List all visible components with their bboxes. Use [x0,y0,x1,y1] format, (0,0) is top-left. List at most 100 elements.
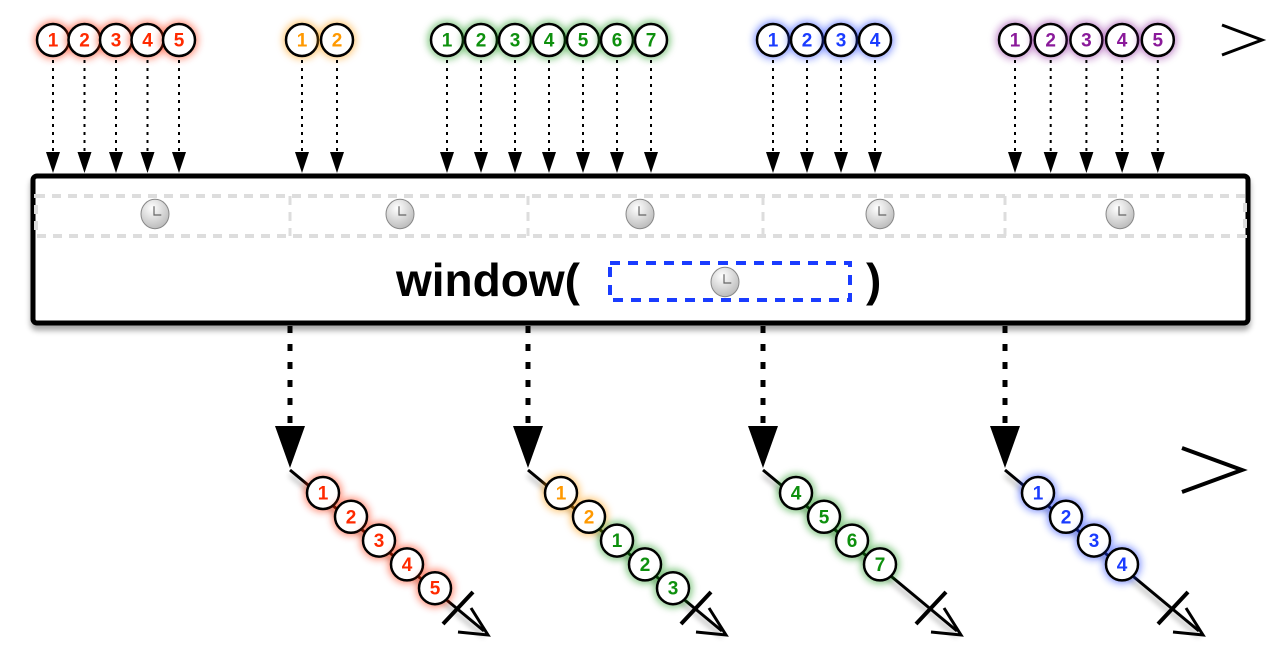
window-marble: 7 [861,545,899,584]
source-marble: 3 [97,21,135,59]
marble-circle [543,475,579,511]
arrow-head [46,152,60,173]
clock-icon [385,198,415,230]
marble-label: 5 [174,31,185,52]
arrow-head [109,152,123,173]
source-arrowhead [1221,23,1267,57]
marble-label: 3 [111,31,122,52]
marble-label: 1 [48,31,59,52]
marble-label: 5 [819,507,830,528]
arrow-head [542,152,556,173]
marble-circle [857,22,893,58]
marble-label: 1 [297,31,308,52]
marble-circle [834,523,870,558]
window-marble: 2 [332,497,370,536]
window-marble: 1 [542,474,580,512]
marble-label: 2 [640,555,651,576]
marble-label: 1 [1033,484,1044,505]
arrow-head [1008,152,1022,173]
arrow-head [140,152,155,173]
arrow-head [644,152,658,173]
marble-label: 5 [1153,31,1164,52]
source-marble: 5 [1138,21,1177,59]
source-marble: 2 [65,21,104,59]
marble-label: 3 [374,531,385,552]
clock-icon [710,266,740,298]
source-marble: 5 [160,21,198,59]
marble-label: 2 [346,507,357,528]
arrow-head [834,152,848,173]
output-arrowhead [1181,446,1248,494]
clock-icon [140,198,170,230]
marble-circle [361,523,397,558]
marble-label: 2 [802,31,813,52]
window-arrowhead [1172,607,1206,637]
marble-circle [1140,22,1176,58]
marble-label: 4 [791,484,802,505]
marble-circle [1104,547,1140,582]
operator-box-frame [30,173,1251,326]
input-arrows [46,60,1165,173]
window-arrowhead [930,607,964,637]
marble-circle [1033,22,1068,58]
window-marble: 1 [598,521,636,560]
marble-circle [305,475,341,511]
operator-close-paren: ) [866,254,881,306]
marble-label: 5 [430,579,441,600]
window-arrowhead [457,607,491,637]
marble-label: 1 [442,31,453,52]
marble-circle [389,547,425,582]
completion-marker [679,590,713,626]
window-marble: 3 [1075,521,1113,560]
arrow-head [440,152,454,173]
marble-label: 2 [79,31,90,52]
window-marble: 4 [777,474,815,512]
marble-label: 3 [1089,531,1100,552]
marble-label: 3 [836,31,847,52]
completion-marker [914,590,948,626]
marble-circle [1076,523,1112,558]
marble-label: 1 [318,484,329,505]
marble-circle [655,570,691,606]
operator-box: window() [30,173,1251,326]
source-marble: 3 [822,21,860,59]
arrow-head [77,152,92,173]
clock-icon [625,198,655,230]
arrow-head [766,152,780,173]
completion-marker [1156,590,1190,626]
arrow-head [868,152,882,173]
window-marble: 5 [805,497,843,536]
source-marble: 4 [530,21,568,59]
marble-label: 3 [510,31,521,52]
arrow-head [508,152,522,173]
source-marble: 2 [1031,21,1070,59]
marble-label: 4 [1117,555,1128,576]
marble-label: 4 [142,31,153,52]
marble-label: 1 [1010,31,1021,52]
marble-label: 2 [584,507,595,528]
source-marble: 1 [754,21,792,59]
arrow-head [330,152,344,173]
source-marble: 1 [996,21,1034,59]
arrow-head [1043,152,1058,173]
arrow-head [1115,152,1130,173]
operator-name: window( [395,254,581,306]
marble-label: 7 [646,31,657,52]
marble-circle [1104,22,1140,58]
window-marble: 2 [570,497,608,536]
marble-circle [161,22,197,58]
marble-label: 4 [402,555,413,576]
window-marble: 3 [654,569,692,608]
clock-icon [865,198,895,230]
marble-circle [333,499,369,535]
source-marble: 3 [1067,21,1106,59]
marble-circle [1020,475,1056,511]
source-marble: 4 [128,21,167,59]
source-marble: 2 [318,21,356,59]
window-marble: 4 [1103,545,1141,584]
window-arrowhead [695,607,729,637]
